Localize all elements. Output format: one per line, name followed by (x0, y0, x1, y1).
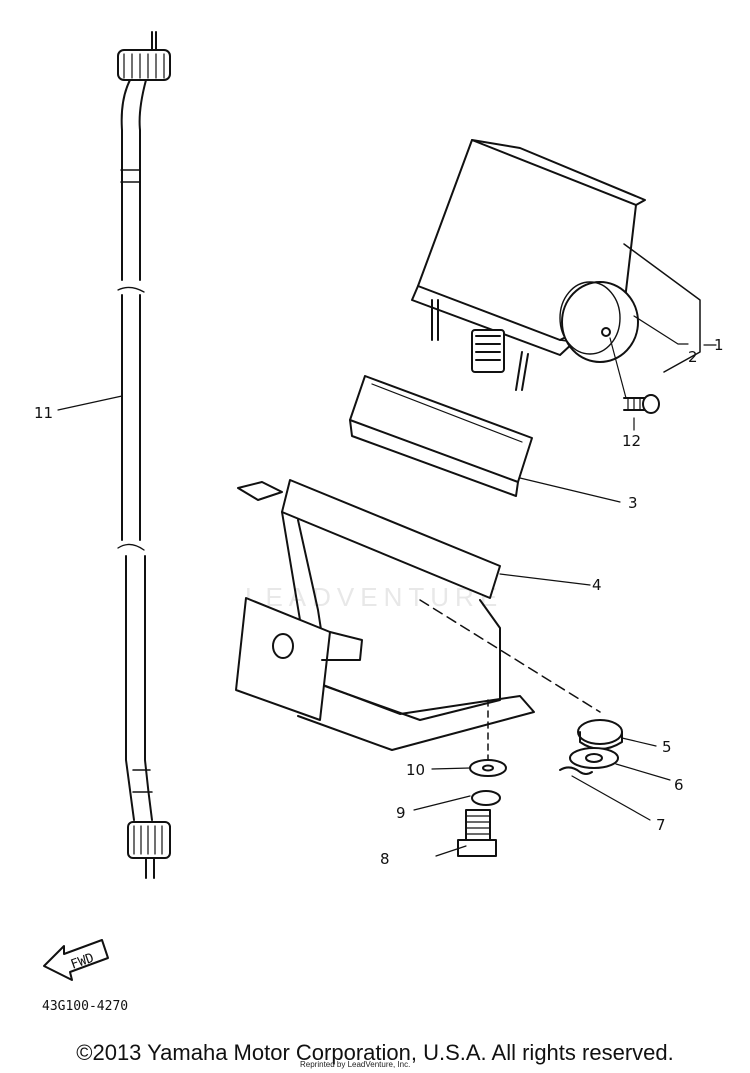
callout-5: 5 (662, 738, 672, 756)
callout-4: 4 (592, 576, 602, 594)
lock-washer-part-9 (471, 790, 501, 806)
callout-6: 6 (674, 776, 684, 794)
callout-3: 3 (628, 494, 638, 512)
copyright-notice: ©2013 Yamaha Motor Corporation, U.S.A. A… (76, 1040, 674, 1065)
washer-part-6 (569, 747, 619, 769)
callout-8: 8 (380, 850, 390, 868)
callout-2: 2 (688, 348, 698, 366)
leader-lines (57, 315, 717, 857)
parts-diagram: 1 2 3 4 5 6 7 8 9 10 11 12 FWD 43G100-42… (34, 31, 724, 1014)
screw-part-12 (609, 337, 660, 414)
reprint-notice: Reprinted by LeadVenture, Inc. (300, 1060, 411, 1069)
meter-bracket-part-4 (235, 479, 535, 751)
speedometer-cable (117, 31, 171, 879)
callout-10: 10 (406, 761, 425, 779)
fwd-arrow-icon: FWD (43, 939, 109, 981)
speedometer-assembly (411, 139, 701, 391)
callout-7: 7 (656, 816, 666, 834)
callout-11: 11 (34, 404, 53, 422)
grommet-part-5 (577, 719, 623, 750)
callout-12: 12 (622, 432, 641, 450)
bolt-part-8 (457, 809, 497, 857)
watermark: LEADVENTURE (245, 582, 504, 612)
meter-cover-part-3 (349, 375, 533, 497)
washer-part-10 (469, 759, 507, 777)
clip-part-7 (559, 766, 593, 775)
callout-1: 1 (714, 336, 724, 354)
diagram-code: 43G100-4270 (42, 999, 128, 1014)
callout-9: 9 (396, 804, 406, 822)
